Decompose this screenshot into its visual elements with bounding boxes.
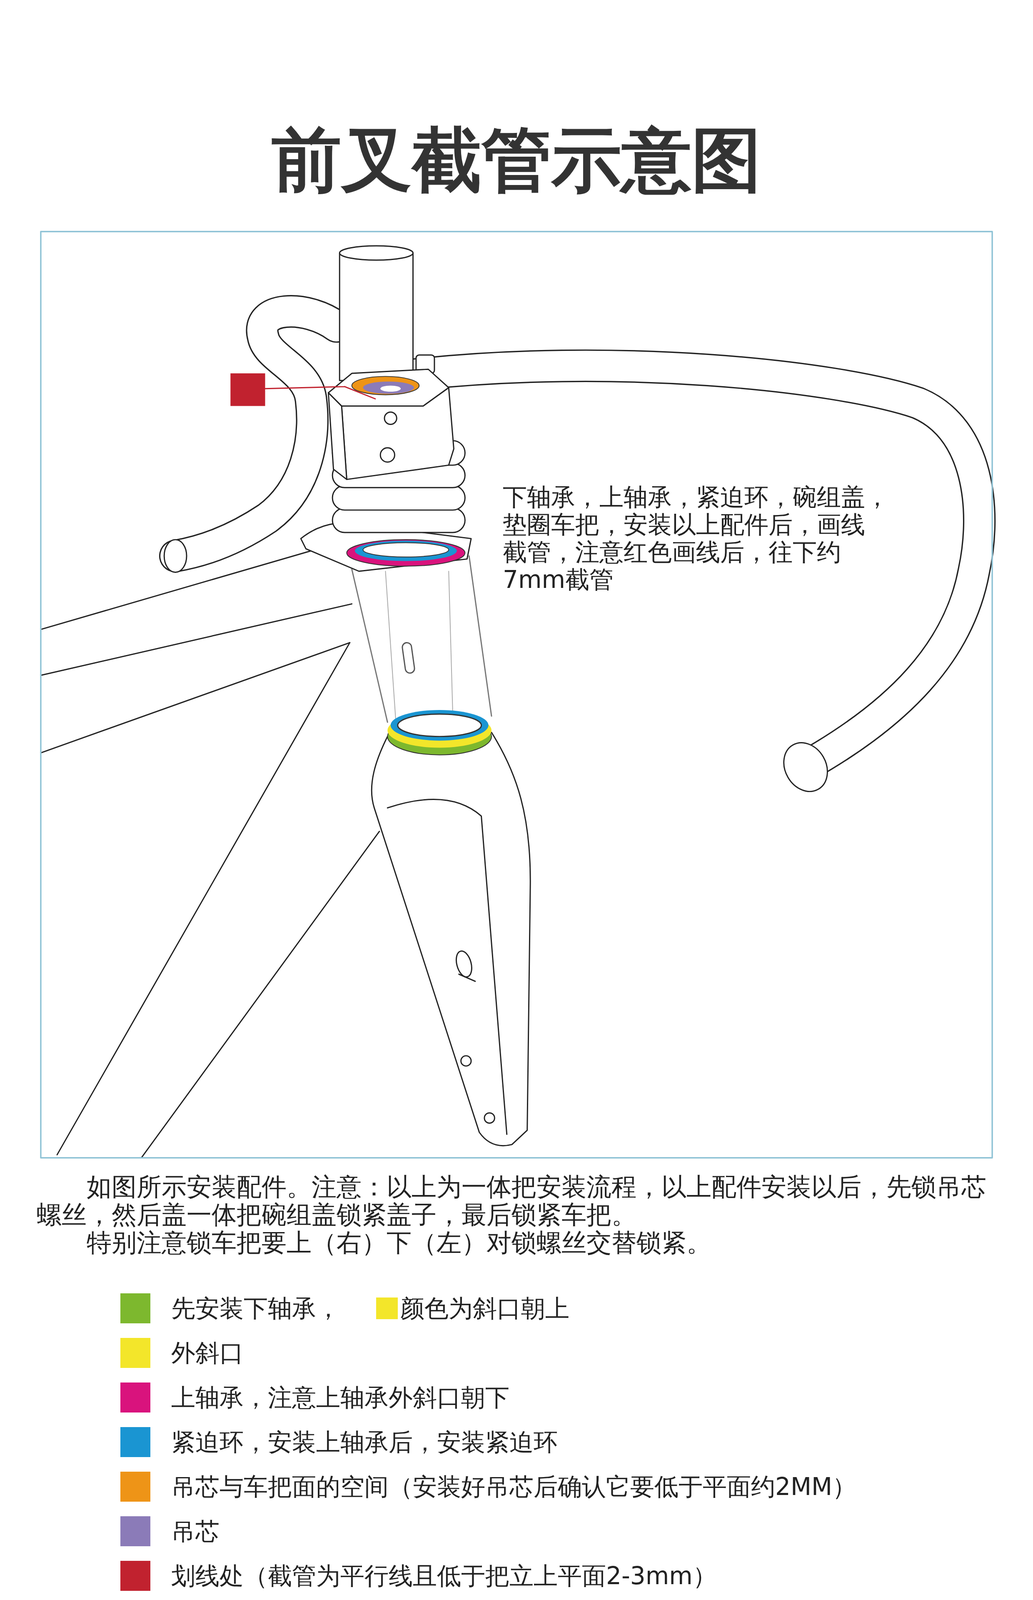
legend-swatch — [376, 1297, 398, 1319]
head-tube — [351, 568, 388, 722]
legend-swatch — [120, 1560, 151, 1591]
legend-swatch — [120, 1471, 151, 1502]
head-tube — [469, 555, 492, 716]
legend-text: 吊芯与车把面的空间（安装好吊芯后确认它要低于平面约2MM） — [171, 1472, 857, 1500]
core-bolt — [380, 385, 401, 392]
spacer — [332, 485, 465, 510]
legend-text: 外斜口 — [171, 1338, 244, 1367]
legend-swatch — [120, 1426, 151, 1457]
legend-swatch — [120, 1292, 151, 1323]
stem-hole — [380, 447, 395, 462]
frame-line — [40, 603, 352, 675]
warning-paragraph: 特别注意锁车把要上（右）下（左）对锁螺丝交替锁紧。 — [36, 1228, 997, 1257]
cut-leader — [265, 386, 376, 399]
fork — [371, 732, 531, 1146]
fork-line — [387, 799, 507, 1135]
legend-swatch — [120, 1337, 151, 1368]
expander-core — [363, 381, 415, 394]
compression-ring — [354, 540, 457, 562]
illustration-border — [40, 231, 993, 1158]
page-title: 前叉截管示意图 — [0, 124, 1033, 195]
steerer-ghost — [385, 571, 396, 719]
cap-space — [351, 376, 420, 395]
bar-end — [164, 539, 187, 572]
frame-line — [40, 642, 350, 753]
handlebar-fill — [407, 365, 980, 765]
legend-text: 颜色为斜口朝上 — [400, 1294, 570, 1322]
install-note: 下轴承，上轴承，紧迫环，碗组盖， 垫圈车把，安装以上配件后，画线 截管，注意红色… — [502, 483, 897, 594]
steerer-tube — [339, 252, 413, 381]
bearing-bore — [363, 542, 450, 557]
legend-swatch — [120, 1382, 151, 1413]
legend-text: 划线处（截管为平行线且低于把立上平面2-3mm） — [171, 1561, 717, 1590]
steerer-top — [339, 245, 413, 260]
legend-swatch — [120, 1515, 151, 1546]
cut-marker — [230, 373, 265, 406]
spacer — [332, 507, 465, 533]
handlebar — [175, 311, 337, 556]
stem-hole — [384, 411, 397, 425]
fork-hole — [453, 948, 475, 979]
frame-line — [137, 830, 380, 1158]
legend-text: 紧迫环，安装上轴承后，安装紧迫环 — [171, 1427, 558, 1456]
bearing-ring — [390, 709, 489, 741]
fork-hole — [459, 973, 476, 981]
cable-port — [401, 641, 415, 674]
legend-text: 先安装下轴承， — [171, 1294, 341, 1322]
upper-bearing — [346, 539, 465, 567]
handlebar-fill — [175, 311, 337, 556]
legend-text: 上轴承，注意上轴承外斜口朝下 — [171, 1383, 510, 1411]
fork-bolt — [461, 1055, 472, 1066]
bar-end — [775, 734, 836, 800]
instruction-paragraph: 如图所示安装配件。注意：以上为一体把安装流程，以上配件安装以后，先锁吊芯 螺丝，… — [36, 1172, 997, 1229]
bearing-bore — [397, 713, 482, 737]
steerer-ghost — [448, 571, 453, 714]
handlebar — [407, 365, 980, 765]
fork-bolt — [484, 1112, 495, 1123]
frame-line — [57, 642, 350, 1155]
legend-text: 吊芯 — [171, 1517, 220, 1545]
